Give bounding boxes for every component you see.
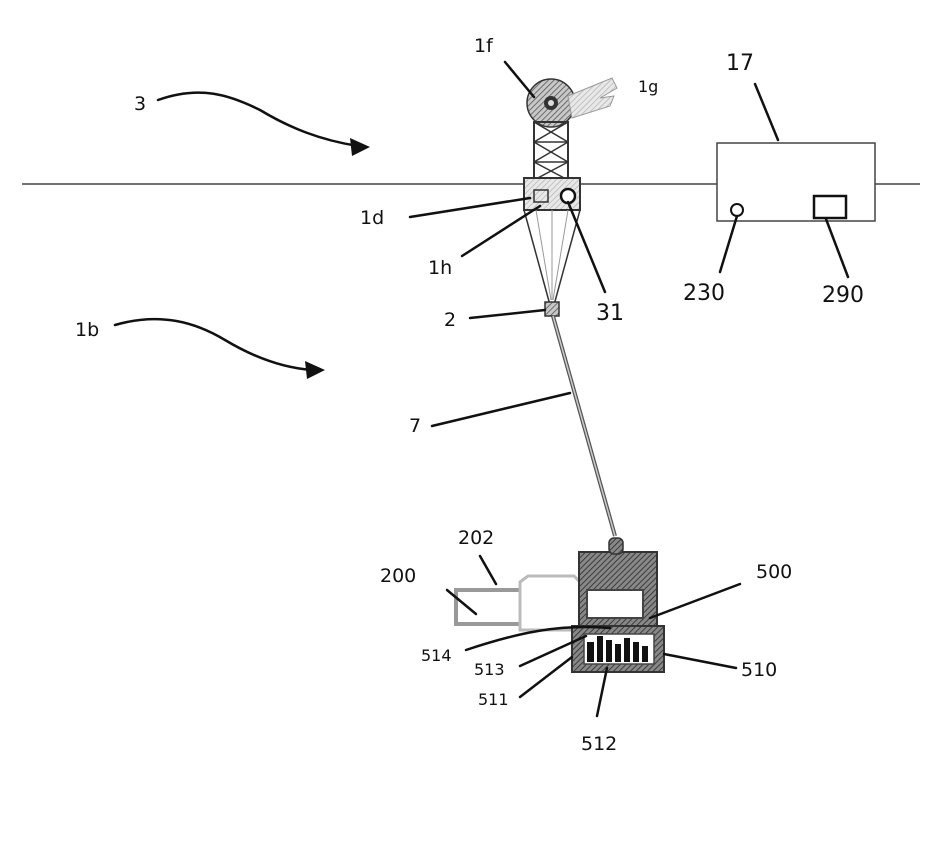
connector-2 bbox=[545, 302, 559, 316]
label-511: 511 bbox=[478, 690, 509, 709]
sub-housing-510 bbox=[572, 626, 664, 672]
label-500: 500 bbox=[756, 561, 792, 583]
leader-202 bbox=[480, 556, 496, 584]
label-1b: 1b bbox=[75, 319, 99, 341]
indicator-230 bbox=[731, 204, 743, 216]
label-514: 514 bbox=[421, 646, 452, 665]
label-3: 3 bbox=[134, 93, 146, 115]
label-290: 290 bbox=[822, 283, 864, 308]
leader-510 bbox=[664, 654, 736, 668]
leader-230 bbox=[720, 216, 737, 272]
leader-500 bbox=[650, 584, 740, 618]
label-202: 202 bbox=[458, 527, 494, 549]
display-290 bbox=[814, 196, 846, 218]
funnel bbox=[524, 210, 580, 305]
label-513: 513 bbox=[474, 660, 505, 679]
leader-1d bbox=[410, 198, 530, 217]
label-7: 7 bbox=[409, 415, 421, 437]
housing-500 bbox=[579, 538, 657, 626]
leader-7 bbox=[432, 393, 570, 426]
label-1d: 1d bbox=[360, 207, 384, 229]
label-200: 200 bbox=[380, 565, 416, 587]
label-1g: 1g bbox=[638, 77, 658, 96]
arrow-3 bbox=[158, 93, 370, 156]
module-202 bbox=[520, 576, 580, 630]
leader-1f bbox=[505, 62, 534, 97]
leader-2 bbox=[470, 310, 545, 318]
label-230: 230 bbox=[683, 281, 725, 306]
leader-17 bbox=[755, 84, 778, 140]
cable-7 bbox=[553, 316, 615, 536]
leader-31 bbox=[568, 202, 605, 292]
leader-512 bbox=[597, 668, 607, 716]
label-31: 31 bbox=[596, 301, 624, 326]
label-510: 510 bbox=[741, 659, 777, 681]
arrow-1b bbox=[115, 319, 325, 379]
label-1f: 1f bbox=[474, 35, 494, 57]
label-2: 2 bbox=[444, 309, 456, 331]
lattice-tower bbox=[534, 122, 568, 180]
leader-1h bbox=[462, 206, 540, 256]
label-1h: 1h bbox=[428, 257, 452, 279]
label-17: 17 bbox=[726, 51, 754, 76]
label-512: 512 bbox=[581, 733, 617, 755]
leader-290 bbox=[826, 219, 848, 277]
arm-1g bbox=[568, 78, 617, 118]
